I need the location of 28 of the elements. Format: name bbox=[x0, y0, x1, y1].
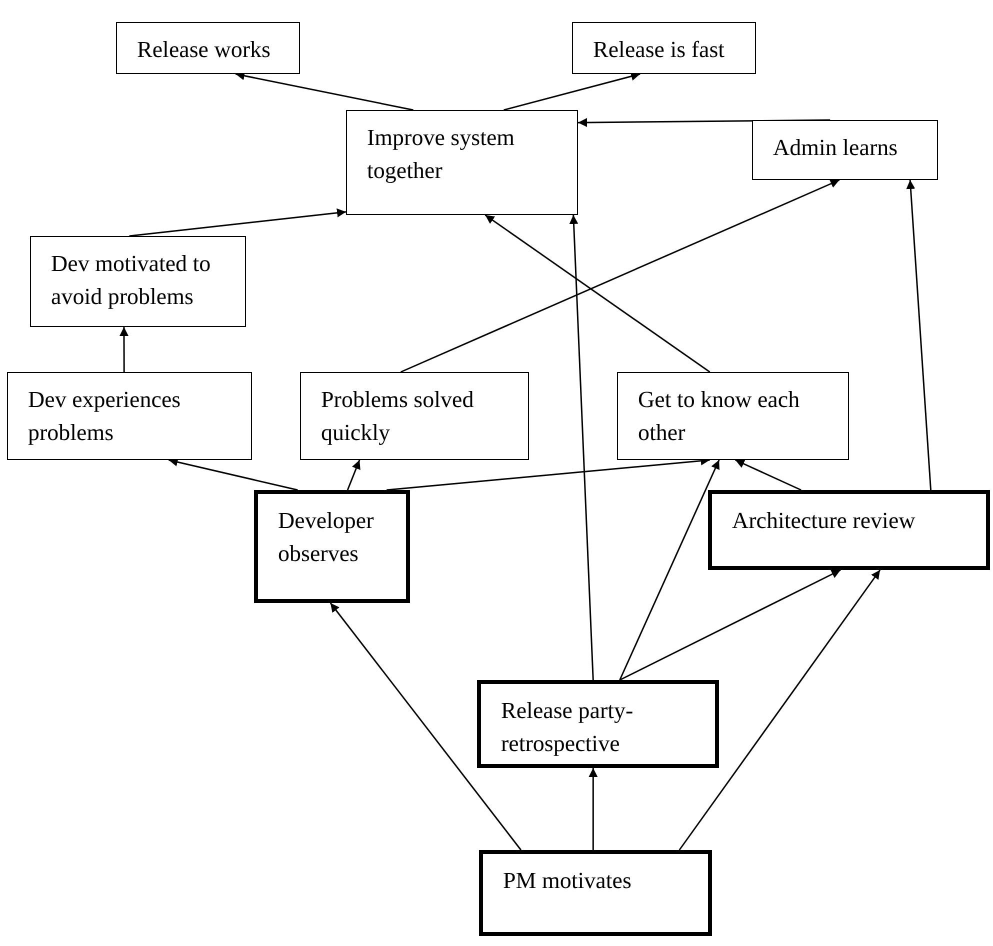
process-box: Improve system together bbox=[346, 110, 578, 215]
process-box: Release is fast bbox=[572, 22, 756, 74]
arrow bbox=[129, 208, 346, 237]
arrow bbox=[569, 214, 594, 680]
arrow bbox=[735, 459, 802, 491]
process-box: Developer observes bbox=[254, 490, 410, 603]
arrow bbox=[619, 460, 720, 680]
process-box: Problems solved quickly bbox=[300, 372, 529, 460]
arrow bbox=[168, 458, 298, 491]
arrow bbox=[678, 570, 881, 850]
process-box: Admin learns bbox=[752, 120, 938, 180]
process-box: PM motivates bbox=[479, 850, 712, 936]
process-box: Architecture review bbox=[708, 490, 990, 570]
arrow bbox=[578, 118, 830, 127]
arrow bbox=[619, 569, 841, 681]
process-box: Release party-retrospective bbox=[477, 680, 719, 768]
arrow bbox=[330, 602, 522, 850]
arrow bbox=[484, 214, 710, 373]
arrow bbox=[120, 327, 128, 372]
process-box: Dev motivated to avoid problems bbox=[30, 236, 246, 327]
arrow bbox=[906, 180, 932, 490]
arrow bbox=[588, 768, 598, 850]
process-box: Dev experiences problems bbox=[7, 372, 252, 460]
arrow bbox=[504, 72, 640, 111]
arrow bbox=[346, 460, 360, 490]
process-box: Get to know each other bbox=[617, 372, 849, 460]
process-box: Release works bbox=[116, 22, 300, 74]
arrow bbox=[400, 179, 840, 373]
